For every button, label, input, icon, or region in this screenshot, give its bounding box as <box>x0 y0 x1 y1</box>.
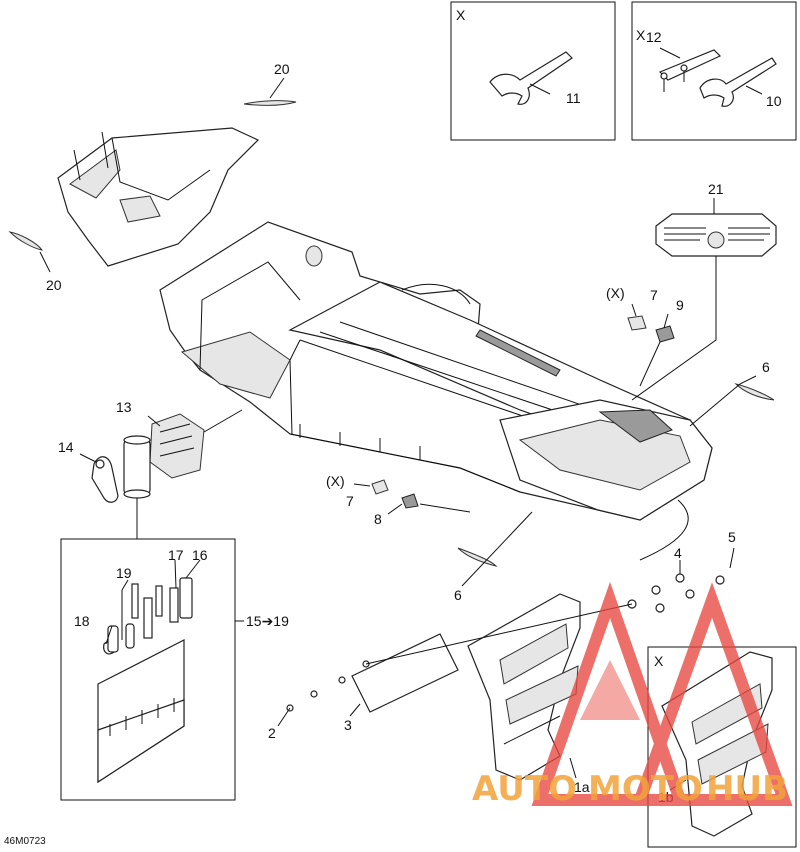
callout-2: 2 <box>268 725 276 741</box>
callout-7-upper: 7 <box>650 287 658 303</box>
tool-tube-15 <box>123 435 151 499</box>
callout-11: 11 <box>566 90 581 106</box>
console-panel <box>57 127 260 267</box>
chassis-frame <box>159 221 713 521</box>
x-box-label-a: X <box>456 7 466 23</box>
callout-12: 12 <box>646 29 662 45</box>
inset-box-x-wrench <box>450 1 616 141</box>
reflector-6-right <box>734 383 775 401</box>
watermark-logo <box>531 581 793 806</box>
warning-label-21 <box>655 213 777 257</box>
bracket-12 <box>658 49 722 92</box>
x-box-label-c: X <box>654 653 664 669</box>
strap-14 <box>91 456 119 503</box>
watermark-moto: MOTO <box>588 769 703 809</box>
watermark-auto: AUTO <box>472 769 577 809</box>
inset-box-x-wrench-set <box>631 1 797 141</box>
reflector-20-left <box>8 231 44 251</box>
callout-18: 18 <box>74 613 90 629</box>
nut-8 <box>401 493 419 509</box>
callout-15-19: 15➔19 <box>246 613 289 629</box>
spanner-wrench-11 <box>489 51 573 105</box>
callout-7-lower: 7 <box>346 493 354 509</box>
clip-7-lower <box>371 479 389 495</box>
snow-flap-1a <box>467 593 581 781</box>
inset-box-x-bumper-plate <box>647 646 797 848</box>
callout-21: 21 <box>708 181 724 197</box>
callout-16: 16 <box>192 547 208 563</box>
callout-8: 8 <box>374 511 382 527</box>
storage-box-13 <box>149 413 205 479</box>
callout-4: 4 <box>674 545 682 561</box>
spanner-wrench-10 <box>699 57 777 107</box>
watermark-hub: HUB <box>706 769 788 809</box>
callout-13: 13 <box>116 399 132 415</box>
nut-9 <box>655 325 675 343</box>
reflector-6-bottom <box>457 547 498 567</box>
tool-kit-items <box>97 577 193 784</box>
x-ref-label-a: (X) <box>606 285 625 301</box>
x-ref-label-b: (X) <box>326 473 345 489</box>
callout-20-left: 20 <box>46 277 62 293</box>
callout-10: 10 <box>766 93 782 109</box>
callout-6-right: 6 <box>762 359 770 375</box>
callout-3: 3 <box>344 717 352 733</box>
callout-19: 19 <box>116 565 132 581</box>
callout-9: 9 <box>676 297 684 313</box>
callout-6-bottom: 6 <box>454 587 462 603</box>
callout-17: 17 <box>168 547 184 563</box>
reflector-20-top <box>243 100 297 106</box>
callout-14: 14 <box>58 439 74 455</box>
tool-kit-box <box>60 538 236 801</box>
drawing-code: 46M0723 <box>4 836 46 847</box>
license-plate-3 <box>351 633 459 713</box>
callout-20-top: 20 <box>274 61 290 77</box>
clip-7-upper <box>627 315 647 331</box>
callout-5: 5 <box>728 529 736 545</box>
x-box-label-b: X <box>636 27 646 43</box>
callout-1a: 1a <box>574 779 590 795</box>
